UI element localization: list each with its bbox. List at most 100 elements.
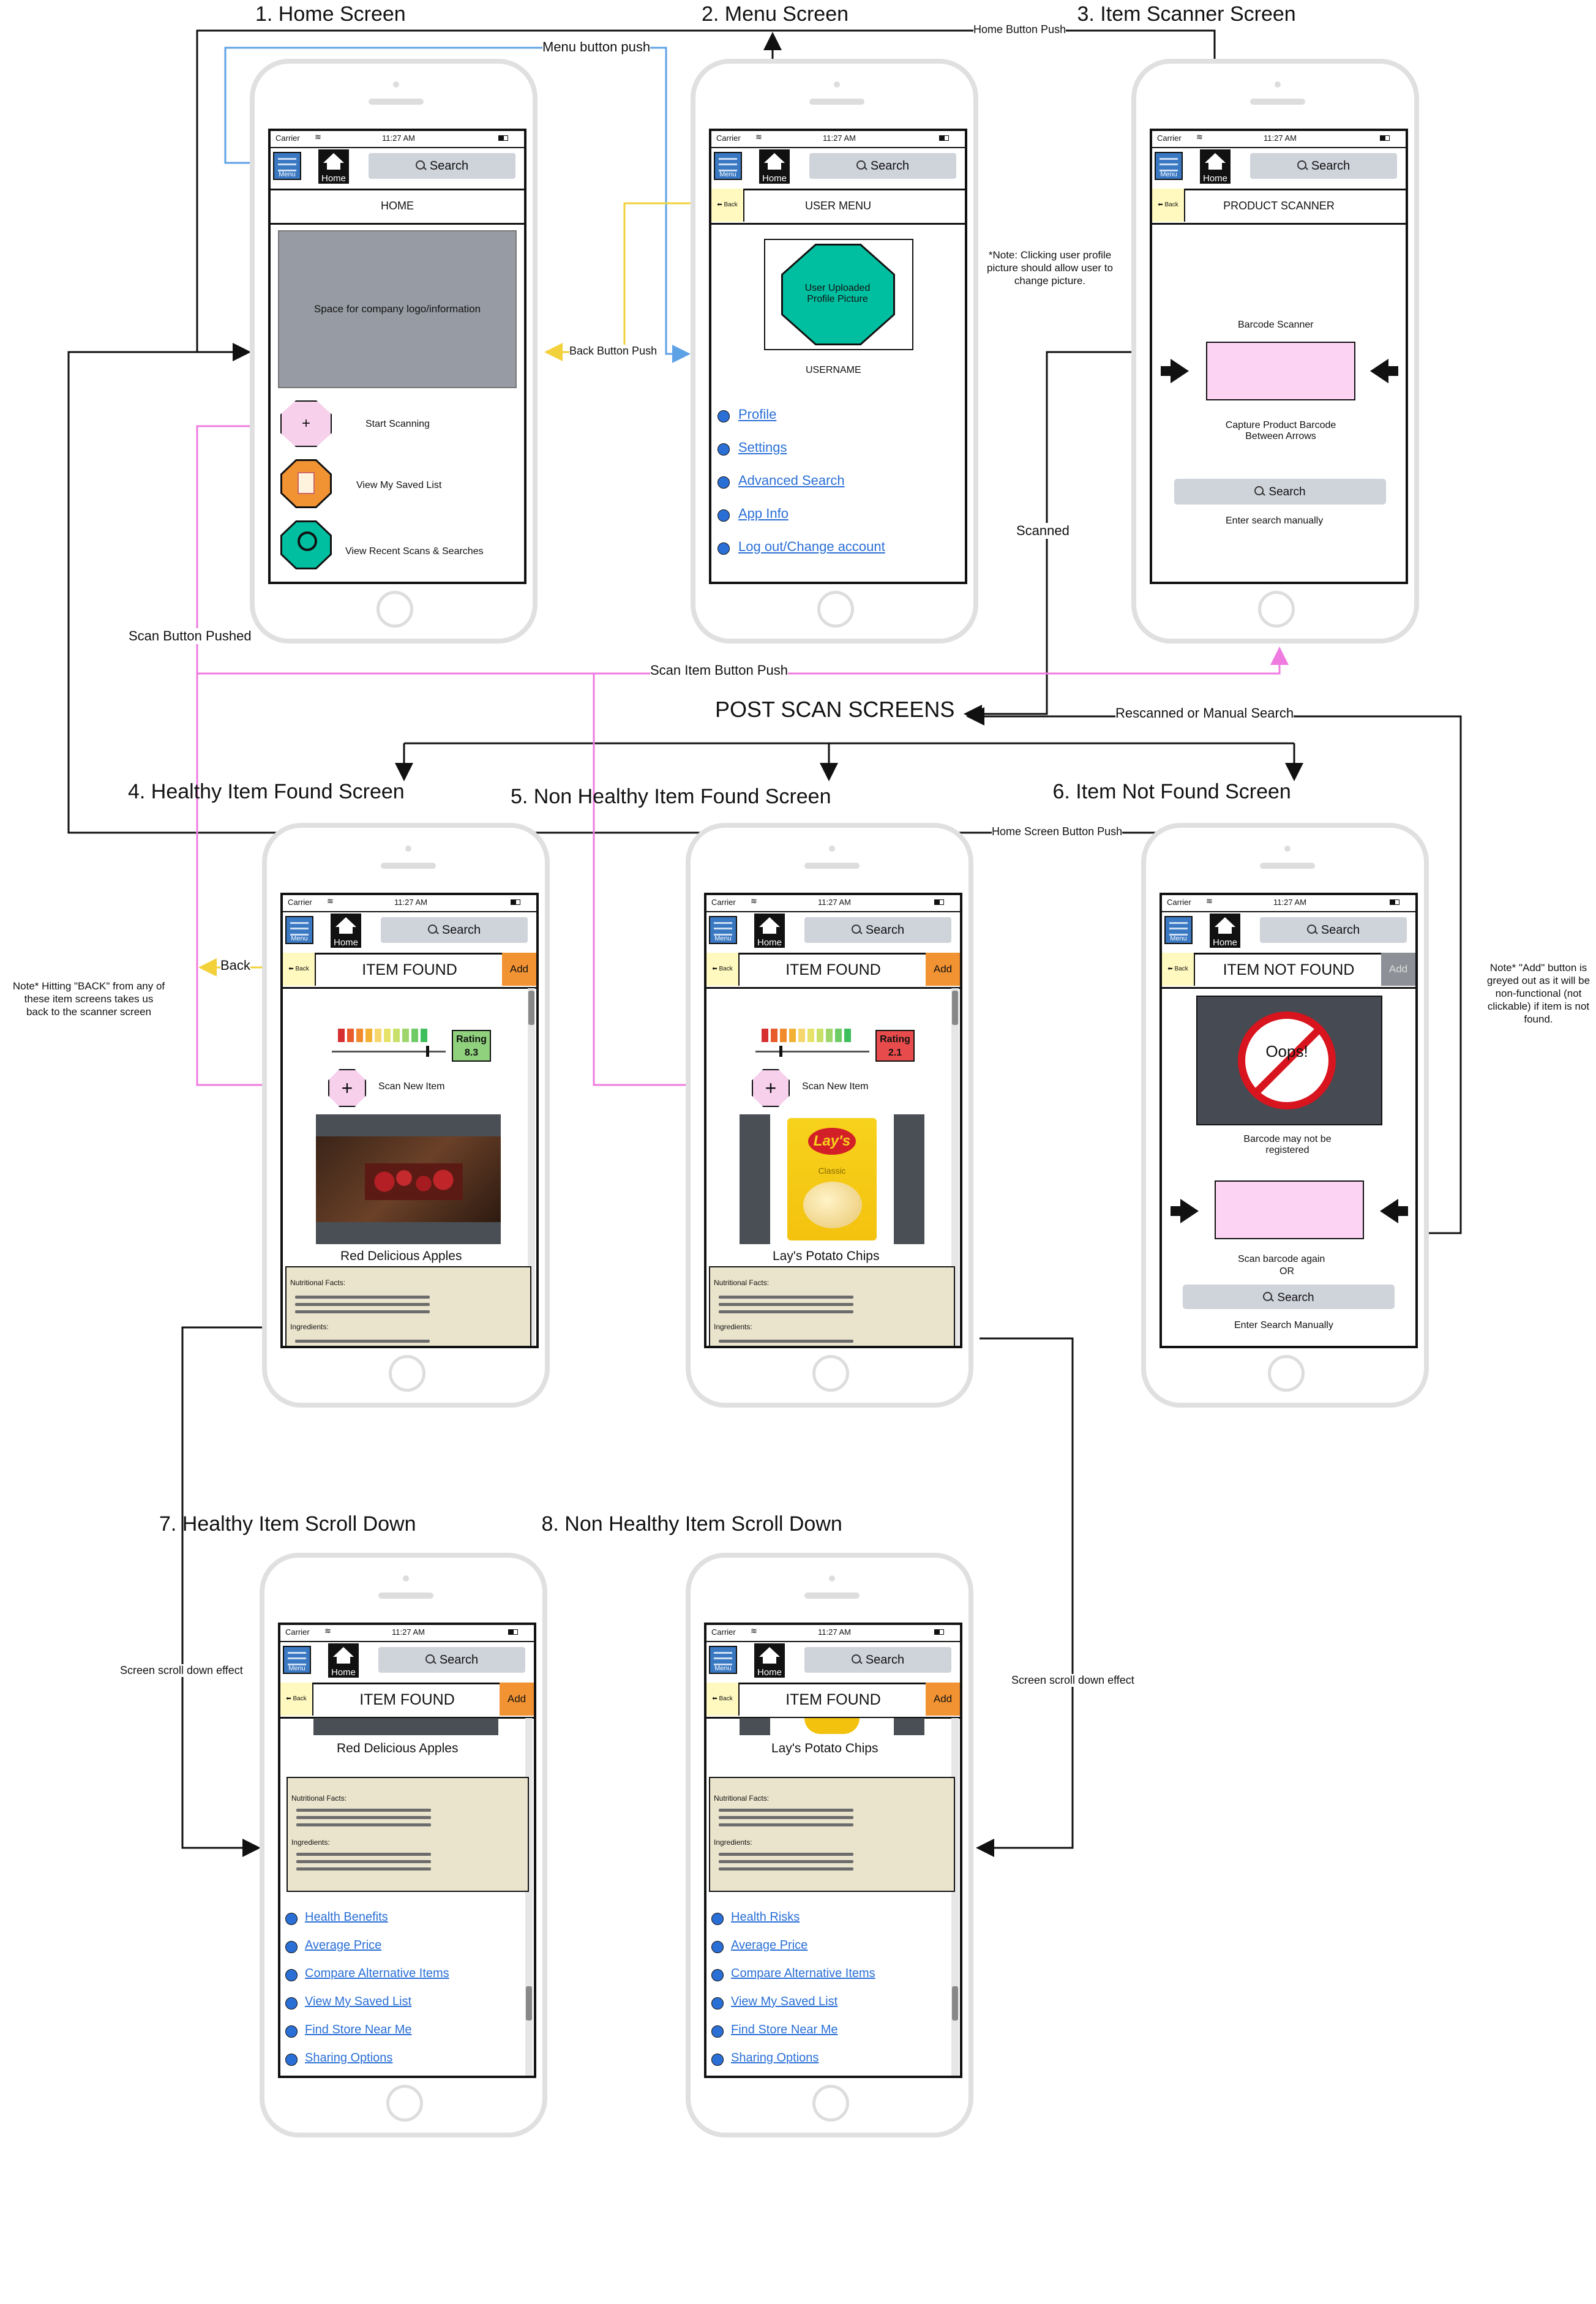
scrollbar[interactable] [528, 988, 535, 1346]
manual-search-button[interactable]: Search [1183, 1285, 1395, 1309]
link-health-risks[interactable]: Health Risks [731, 1910, 800, 1924]
device-home-button[interactable] [812, 2085, 849, 2122]
menu-button[interactable]: Menu [714, 152, 742, 180]
home-button[interactable]: Home [754, 1643, 785, 1678]
back-button[interactable]: ⬅ Back [1162, 953, 1195, 986]
home-icon [335, 917, 356, 927]
scrollbar[interactable] [525, 1718, 533, 2076]
search-button[interactable]: Search [369, 153, 515, 179]
wifi-icon: ≋ [1196, 132, 1203, 141]
link-sharing-options[interactable]: Sharing Options [305, 2051, 393, 2065]
link-health-benefits[interactable]: Health Benefits [305, 1910, 388, 1924]
scan-new-button[interactable]: + [752, 1069, 790, 1107]
scan-new-button[interactable]: + [328, 1069, 366, 1107]
back-button[interactable]: ⬅ Back [706, 953, 740, 986]
manual-search-button[interactable]: Search [1174, 479, 1386, 505]
device-home-button[interactable] [1268, 1355, 1305, 1392]
scan-new-label[interactable]: Scan New Item [802, 1081, 869, 1092]
link-compare-alternatives[interactable]: Compare Alternative Items [731, 1967, 875, 1980]
menu-button[interactable]: Menu [709, 1646, 737, 1674]
phone-nonhealthy-scroll: Carrier≋11:27 AM Menu Home Search ITEM F… [686, 1553, 973, 2137]
home-button[interactable]: Home [318, 149, 349, 184]
device-home-button[interactable] [386, 2085, 423, 2122]
device-home-button[interactable] [1258, 591, 1295, 628]
menu-button[interactable]: Menu [285, 916, 313, 944]
search-button[interactable]: Search [804, 1647, 951, 1673]
link-saved-list[interactable]: View My Saved List [305, 1995, 412, 2008]
menu-icon [1169, 922, 1188, 936]
list-icon [298, 472, 315, 494]
device-home-button[interactable] [389, 1355, 425, 1392]
title-notfound: 6. Item Not Found Screen [1052, 780, 1291, 803]
home-button[interactable]: Home [331, 914, 361, 948]
search-label: Search [865, 1653, 905, 1667]
link-sharing-options[interactable]: Sharing Options [731, 2051, 819, 2065]
home-button[interactable]: Home [328, 1643, 359, 1678]
menu-button[interactable]: Menu [273, 152, 301, 180]
rating-label: Rating [456, 1034, 487, 1045]
search-icon [851, 1654, 861, 1664]
back-button[interactable]: ⬅ Back [1152, 189, 1185, 222]
scrollbar[interactable] [951, 1718, 959, 2076]
back-label: Back [724, 201, 738, 208]
search-button[interactable]: Search [1250, 153, 1397, 179]
search-button[interactable]: Search [381, 917, 528, 943]
bullet-icon [285, 2025, 298, 2038]
phone-nonhealthy: Carrier≋11:27 AM Menu Home Search ITEM F… [686, 823, 973, 1408]
add-button[interactable]: Add [926, 953, 960, 986]
home-label: Home [762, 173, 787, 184]
back-button[interactable]: ⬅ Back [283, 953, 316, 986]
link-average-price[interactable]: Average Price [731, 1938, 808, 1952]
scrollbar[interactable] [951, 988, 959, 1346]
search-button[interactable]: Search [804, 917, 951, 943]
start-scan-button[interactable]: + [280, 400, 332, 447]
link-saved-list[interactable]: View My Saved List [731, 1995, 838, 2008]
saved-list-label[interactable]: View My Saved List [356, 480, 442, 490]
back-label: Back [719, 966, 733, 972]
home-button[interactable]: Home [754, 914, 785, 948]
wifi-icon: ≋ [1206, 896, 1213, 906]
capture-instructions: Capture Product Barcode Between Arrows [1225, 420, 1336, 441]
home-button[interactable]: Home [759, 149, 790, 184]
battery-icon [1390, 899, 1399, 905]
device-home-button[interactable] [812, 1355, 849, 1392]
menu-link-settings[interactable]: Settings [738, 440, 787, 455]
add-button[interactable]: Add [926, 1683, 960, 1716]
add-button[interactable]: Add [500, 1683, 534, 1716]
product-image-cropped [313, 1718, 498, 1735]
menu-link-app-info[interactable]: App Info [738, 506, 789, 521]
back-flow-label: Back [220, 958, 250, 974]
menu-icon [278, 158, 296, 171]
link-average-price[interactable]: Average Price [305, 1938, 382, 1952]
menu-link-advanced-search[interactable]: Advanced Search [738, 473, 845, 488]
link-find-store[interactable]: Find Store Near Me [305, 2023, 412, 2036]
barcode-capture-area[interactable] [1215, 1180, 1364, 1239]
search-icon [856, 160, 866, 170]
search-button[interactable]: Search [809, 153, 956, 179]
start-scanning-label[interactable]: Start Scanning [365, 419, 430, 429]
search-button[interactable]: Search [378, 1647, 525, 1673]
back-button[interactable]: ⬅ Back [706, 1683, 740, 1716]
home-button[interactable]: Home [1200, 149, 1231, 184]
add-button[interactable]: Add [502, 953, 536, 986]
recent-scans-label[interactable]: View Recent Scans & Searches [345, 546, 484, 557]
menu-button[interactable]: Menu [283, 1646, 311, 1674]
link-compare-alternatives[interactable]: Compare Alternative Items [305, 1967, 449, 1980]
search-label: Search [429, 159, 469, 173]
back-button[interactable]: ⬅ Back [280, 1683, 313, 1716]
back-button[interactable]: ⬅ Back [711, 189, 744, 222]
device-home-button[interactable] [817, 591, 854, 628]
scan-pushed-label: Scan Button Pushed [129, 628, 252, 644]
notfound-screen: Carrier≋11:27 AM Menu Home Search ITEM N… [1160, 893, 1418, 1348]
menu-link-profile[interactable]: Profile [738, 407, 777, 422]
scan-new-label[interactable]: Scan New Item [378, 1081, 445, 1092]
menu-link-logout[interactable]: Log out/Change account [738, 539, 885, 554]
menu-button[interactable]: Menu [709, 916, 737, 944]
barcode-capture-area[interactable] [1206, 342, 1355, 400]
menu-button[interactable]: Menu [1155, 152, 1183, 180]
search-button[interactable]: Search [1260, 917, 1407, 943]
device-home-button[interactable] [377, 591, 413, 628]
menu-button[interactable]: Menu [1164, 916, 1193, 944]
home-button[interactable]: Home [1210, 914, 1240, 948]
link-find-store[interactable]: Find Store Near Me [731, 2023, 838, 2036]
